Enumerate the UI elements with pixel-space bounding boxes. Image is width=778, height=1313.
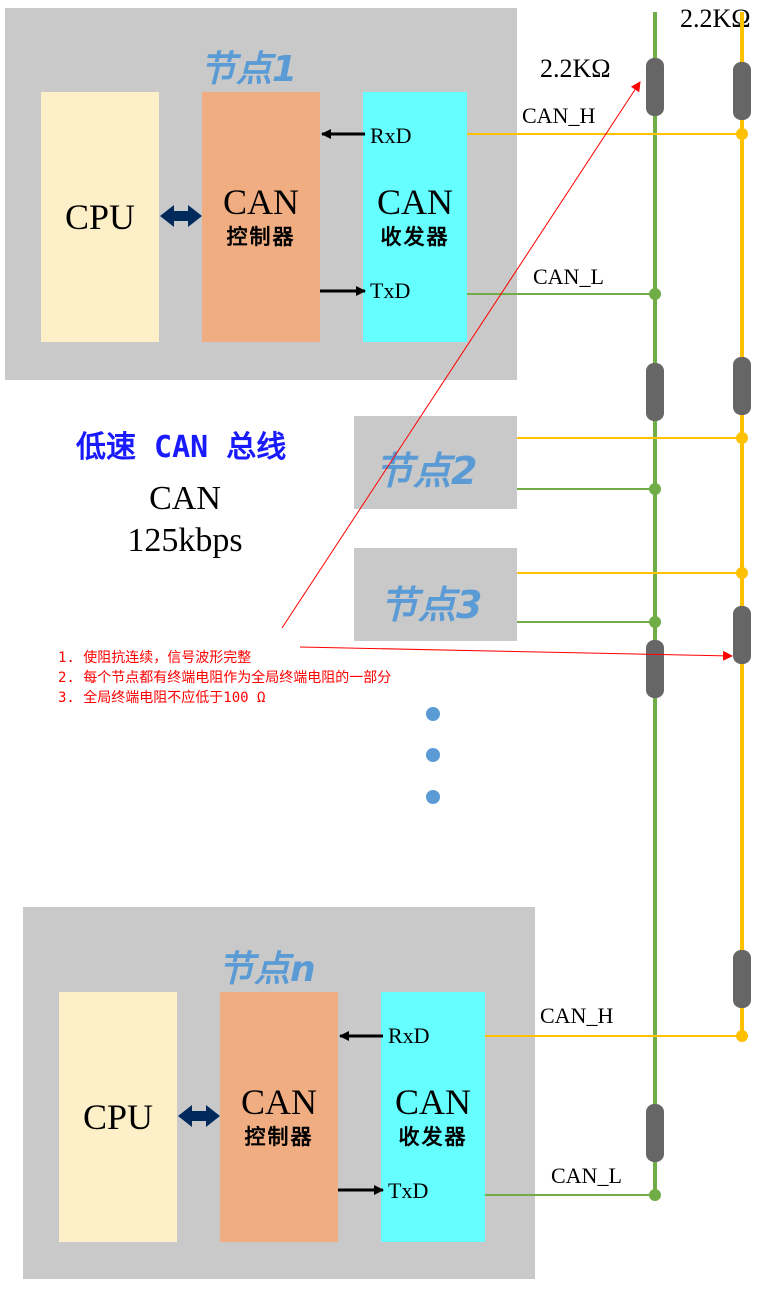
junction-node1-l [649,288,661,300]
junction-noden-l [649,1189,661,1201]
bus-speed: CAN 125kbps [110,478,260,562]
noden-controller-can-label: CAN [240,1082,317,1122]
node1-controller-can-label: CAN [222,182,299,222]
resistor-h-1 [733,62,751,120]
resistor-h-4 [733,950,751,1008]
noden-txd-label: TxD [388,1178,429,1203]
node1-title: 节点1 [200,49,298,90]
node1-cpu-label: CPU [64,197,136,237]
junction-node1-h [736,128,748,140]
noden-rxd-label: RxD [388,1023,430,1048]
annotation-arrow-to-right-resistor [299,646,733,661]
node2-title: 节点2 [375,449,478,493]
noden-transceiver-label: 收发器 [398,1125,468,1149]
resistor-l-4 [646,1104,664,1162]
noden-can-transceiver: CAN 收发器 [381,992,485,1242]
noden-cpu-label: CPU [82,1097,154,1137]
junction-node3-l [649,616,661,628]
annotation-arrow-to-left-resistor [281,81,641,629]
node1-can-l-label: CAN_L [533,264,604,289]
node1-can-controller: CAN 控制器 [202,92,320,342]
right-resistor-label: 2.2KΩ [680,4,751,33]
node1-transceiver-can-label: CAN [376,182,453,222]
bus-speed-rate: 125kbps [127,522,243,559]
node1-txd-label: TxD [370,278,411,303]
junction-node3-h [736,567,748,579]
noden-controller-label: 控制器 [244,1125,314,1149]
resistor-l-3 [646,640,664,698]
node3-title: 节点3 [380,583,483,627]
junction-node2-l [649,483,661,495]
noden-can-l-label: CAN_L [551,1163,622,1188]
ellipsis-dot-3 [426,790,440,804]
resistor-h-2 [733,357,751,415]
noden-can-controller: CAN 控制器 [220,992,338,1242]
node1-controller-label: 控制器 [226,225,296,249]
resistor-h-3 [733,606,751,664]
note-3: 3. 全局终端电阻不应低于100 Ω [58,690,266,706]
node1-rxd-label: RxD [370,123,412,148]
node2-panel [354,416,517,509]
node3-panel [354,548,517,641]
junction-noden-h [736,1030,748,1042]
resistor-l-1 [646,58,664,116]
noden-transceiver-can-label: CAN [394,1082,471,1122]
noden-cpu-ctrl-double-arrow [178,1105,220,1127]
ellipsis-dot-2 [426,748,440,762]
ellipsis-dot-1 [426,707,440,721]
noden-cpu-block: CPU [59,992,177,1242]
node1-cpu-ctrl-double-arrow [160,205,202,227]
left-resistor-label: 2.2KΩ [540,54,611,83]
node1-transceiver-label: 收发器 [380,225,450,249]
noden-title: 节点n [218,949,316,990]
bus-title: 低速 CAN 总线 [76,430,287,465]
note-2: 2. 每个节点都有终端电阻作为全局终端电阻的一部分 [58,670,392,686]
noden-can-h-label: CAN_H [540,1003,614,1028]
annotation-notes: 1. 使阻抗连续，信号波形完整 2. 每个节点都有终端电阻作为全局终端电阻的一部… [58,648,391,708]
node1-cpu-block: CPU [41,92,159,342]
node1-can-transceiver: CAN 收发器 [363,92,467,342]
node1-can-h-label: CAN_H [522,103,596,128]
bus-speed-protocol: CAN [149,480,221,517]
junction-node2-h [736,432,748,444]
note-1: 1. 使阻抗连续，信号波形完整 [58,650,252,666]
resistor-l-2 [646,363,664,421]
